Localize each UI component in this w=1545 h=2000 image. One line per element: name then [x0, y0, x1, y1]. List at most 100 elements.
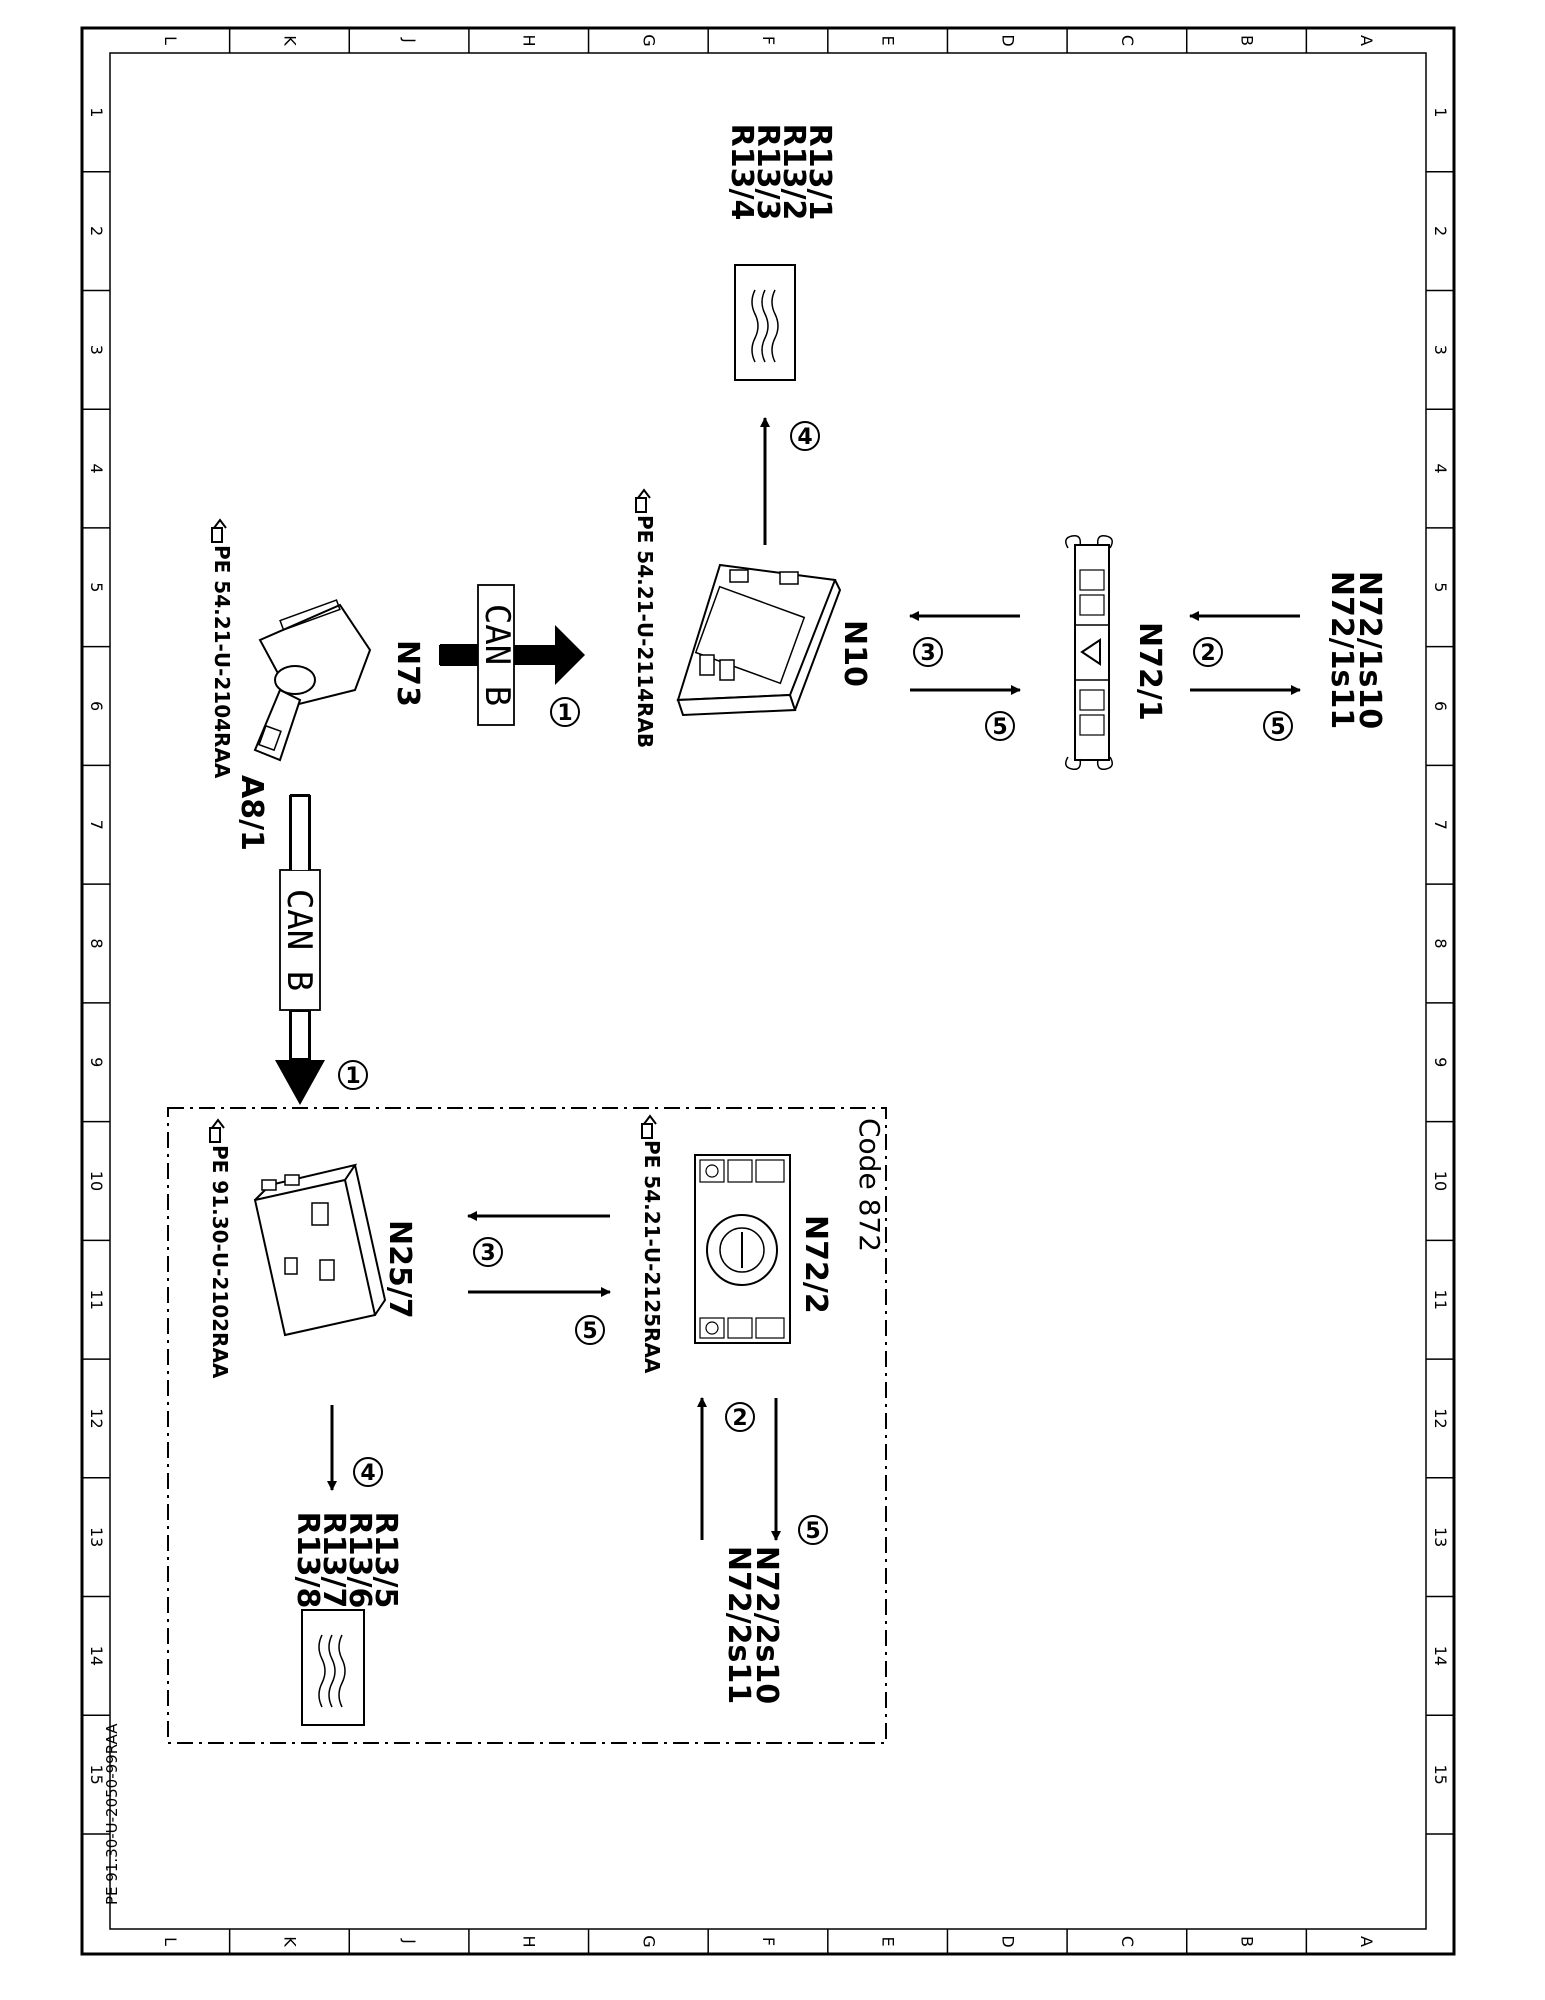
n25-7-reference: PE 91.30-U-2102RAA [208, 1145, 232, 1379]
grid-col-label-bottom: F [759, 1937, 778, 1946]
lower-heater-labels: R13/5 R13/6 R13/7 R13/8 [290, 1512, 403, 1609]
svg-text:2: 2 [732, 1406, 747, 1431]
grid-row-label-right: 1 [1431, 107, 1450, 117]
grid-col-label-bottom: B [1238, 1936, 1257, 1947]
n25-7-control-unit [253, 1163, 387, 1337]
grid-col-label-bottom: E [879, 1936, 898, 1946]
grid-row-label-left: 10 [87, 1171, 106, 1191]
grid-row-label-right: 12 [1431, 1408, 1450, 1428]
grid-col-label-bottom: C [1118, 1936, 1137, 1947]
grid-row-label-left: 6 [87, 701, 106, 711]
lower-heater-element [301, 1609, 365, 1726]
can-bus-lower [275, 794, 325, 1105]
step-2-lower: 2 [725, 1402, 755, 1432]
grid-col-label-top: A [1357, 35, 1376, 46]
can-bus-upper [439, 584, 585, 726]
grid-row-label-left: 9 [87, 1057, 106, 1067]
step-2-upper: 2 [1193, 637, 1223, 667]
step-4-lower: 4 [353, 1457, 383, 1487]
svg-text:5: 5 [1270, 715, 1285, 740]
svg-text:4: 4 [797, 425, 812, 450]
step-5-upper-b: 5 [1263, 711, 1293, 741]
code-872-box [167, 1107, 887, 1744]
grid-row-label-left: 3 [87, 345, 106, 355]
n72-2-reference: PE 54.21-U-2125RAA [640, 1140, 664, 1374]
step-4-upper: 4 [790, 421, 820, 451]
grid-col-label-top: E [879, 35, 898, 45]
switch-label-n72-1s10: N72/1s10 [1352, 571, 1387, 729]
n72-1-switch-panel [1065, 534, 1113, 771]
n72-1-label: N72/1 [1132, 622, 1167, 721]
grid-col-label-bottom: G [639, 1935, 658, 1947]
step-5-lower-b: 5 [798, 1515, 828, 1545]
n10-label: N10 [837, 620, 872, 687]
switch-label-n72-2s11: N72/2s11 [721, 1546, 756, 1704]
grid-row-label-right: 10 [1431, 1171, 1450, 1191]
grid-row-label-right: 6 [1431, 701, 1450, 711]
switch-label-n72-2s10: N72/2s10 [749, 1546, 784, 1704]
upper-heater-element [734, 264, 796, 381]
step-1-lower: 1 [338, 1060, 368, 1090]
grid-row-label-right: 2 [1431, 226, 1450, 236]
grid-tick-marks [82, 28, 1454, 1954]
upper-heater-labels: R13/1 R13/2 R13/3 R13/4 [724, 124, 837, 221]
a8-1-label: A8/1 [234, 775, 269, 851]
n72-2-reference-icon [641, 1114, 657, 1139]
n25-7-reference-icon [209, 1118, 225, 1143]
n25-7-label: N25/7 [382, 1220, 417, 1319]
grid-col-label-top: L [161, 36, 180, 45]
can-b-label-upper: CAN B [477, 604, 517, 706]
grid-row-label-left: 5 [87, 582, 106, 592]
svg-text:3: 3 [480, 1241, 495, 1266]
grid-row-label-right: 7 [1431, 820, 1450, 830]
grid-col-label-top: G [639, 34, 658, 46]
svg-text:3: 3 [920, 641, 935, 666]
grid-col-label-bottom: H [520, 1935, 539, 1947]
n73-ignition-switch [253, 599, 372, 762]
grid-col-label-top: H [520, 34, 539, 46]
grid-row-label-right: 15 [1431, 1764, 1450, 1784]
grid-row-label-right: 3 [1431, 345, 1450, 355]
grid-row-label-left: 12 [87, 1408, 106, 1428]
step-3-upper: 3 [913, 637, 943, 667]
can-b-label-lower: CAN B [279, 889, 319, 991]
n73-reference: PE 54.21-U-2104RAA [210, 545, 234, 779]
grid-row-label-left: 1 [87, 107, 106, 117]
grid-col-label-top: D [998, 34, 1017, 46]
grid-row-label-left: 13 [87, 1527, 106, 1547]
grid-col-label-top: F [759, 36, 778, 45]
n10-reference-icon [635, 488, 651, 513]
grid-col-label-bottom: D [998, 1935, 1017, 1947]
heater-label-r13-1: R13/1 [802, 124, 837, 221]
heater-label-r13-6: R13/6 [342, 1512, 377, 1609]
grid-col-label-bottom: A [1357, 1936, 1376, 1947]
heater-label-r13-3: R13/3 [750, 124, 785, 221]
grid-row-label-right: 9 [1431, 1057, 1450, 1067]
n72-2-switch-labels: N72/2s10 N72/2s11 [721, 1546, 784, 1704]
n73-label: N73 [390, 640, 425, 707]
n72-2-switch-panel [694, 1154, 791, 1344]
n10-control-unit [676, 563, 842, 717]
step-5-lower-a: 5 [575, 1315, 605, 1345]
heater-label-r13-5: R13/5 [368, 1512, 403, 1609]
grid-col-label-top: J [400, 37, 419, 43]
step-3-lower: 3 [473, 1237, 503, 1267]
footer-reference: PE 91.30-U-2050-99RAA [103, 1723, 121, 1905]
step-5-upper-a: 5 [985, 711, 1015, 741]
grid-col-label-top: B [1238, 35, 1257, 46]
grid-row-label-right: 11 [1431, 1290, 1450, 1310]
grid-row-label-left: 7 [87, 820, 106, 830]
grid-row-label-left: 15 [87, 1764, 106, 1784]
heater-label-r13-4: R13/4 [724, 124, 759, 221]
grid-row-label-left: 11 [87, 1290, 106, 1310]
svg-text:2: 2 [1200, 641, 1215, 666]
grid-col-label-top: C [1118, 35, 1137, 46]
svg-text:5: 5 [805, 1519, 820, 1544]
grid-row-label-right: 5 [1431, 582, 1450, 592]
grid-row-label-left: 4 [87, 463, 106, 473]
code-872-label: Code 872 [853, 1118, 886, 1252]
step-1-upper: 1 [550, 697, 580, 727]
n73-reference-icon [211, 518, 227, 543]
